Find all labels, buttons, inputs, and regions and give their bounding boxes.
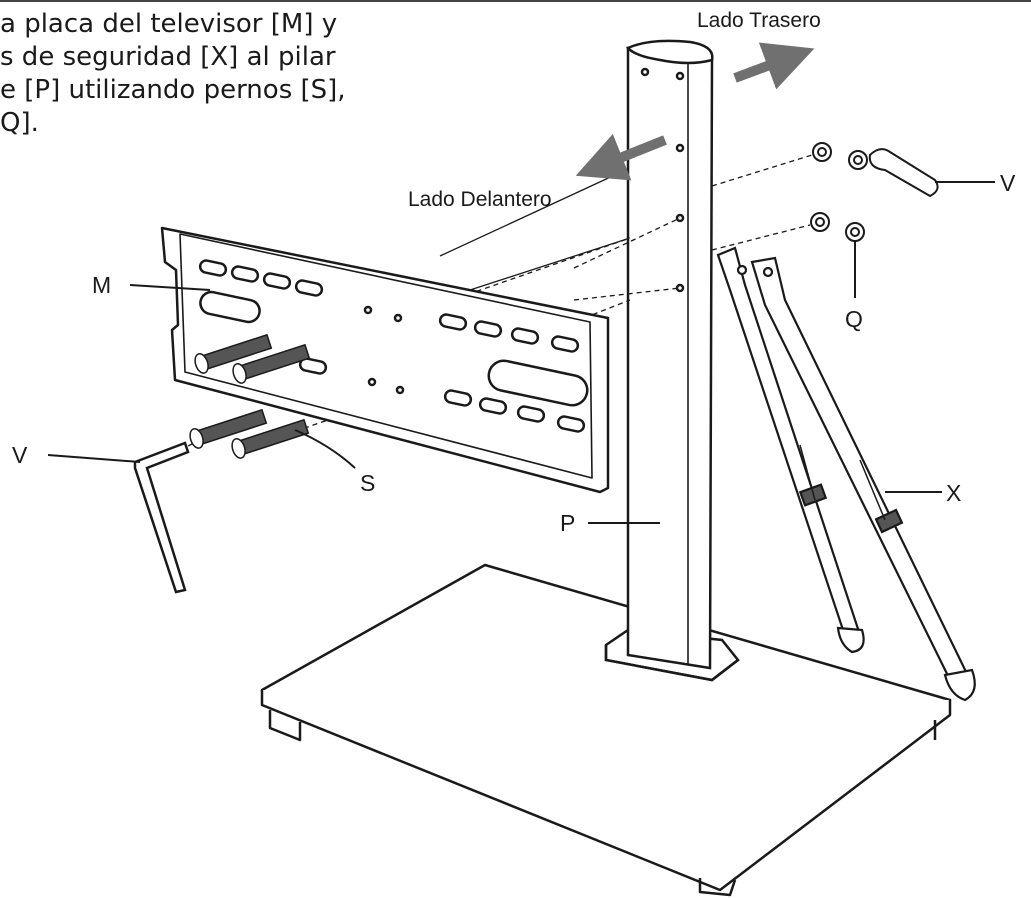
base-plate bbox=[260, 563, 952, 897]
direction-arrows bbox=[575, 42, 815, 181]
front-side-label: Lado Delantero bbox=[408, 188, 552, 211]
label-V-wrench: V bbox=[1000, 170, 1016, 196]
plate-back-lines bbox=[439, 167, 631, 291]
label-M: M bbox=[92, 272, 112, 298]
label-X: X bbox=[946, 480, 962, 506]
top-border bbox=[0, 0, 1031, 2]
allen-key bbox=[133, 441, 190, 594]
instruction-line-1: a placa del televisor [M] y bbox=[0, 9, 338, 39]
rear-side-label: Lado Trasero bbox=[697, 9, 821, 32]
pillar bbox=[625, 39, 714, 670]
washers-nuts bbox=[810, 142, 868, 242]
leader-lines bbox=[47, 181, 995, 524]
instruction-line-2: s de seguridad [X] al pilar bbox=[0, 42, 336, 72]
label-Q: Q bbox=[845, 306, 863, 332]
label-V-allen: V bbox=[12, 442, 28, 468]
wrench bbox=[868, 148, 939, 198]
instruction-line-3: e [P] utilizando pernos [S], bbox=[0, 75, 346, 105]
bolts bbox=[189, 333, 311, 459]
tv-mount-plate bbox=[160, 226, 610, 494]
instruction-line-4: Q]. bbox=[0, 108, 39, 138]
instruction-text: a placa del televisor [M] y s de segurid… bbox=[0, 8, 470, 140]
safety-straps bbox=[716, 246, 976, 702]
label-S: S bbox=[360, 470, 376, 496]
label-P: P bbox=[560, 510, 576, 536]
